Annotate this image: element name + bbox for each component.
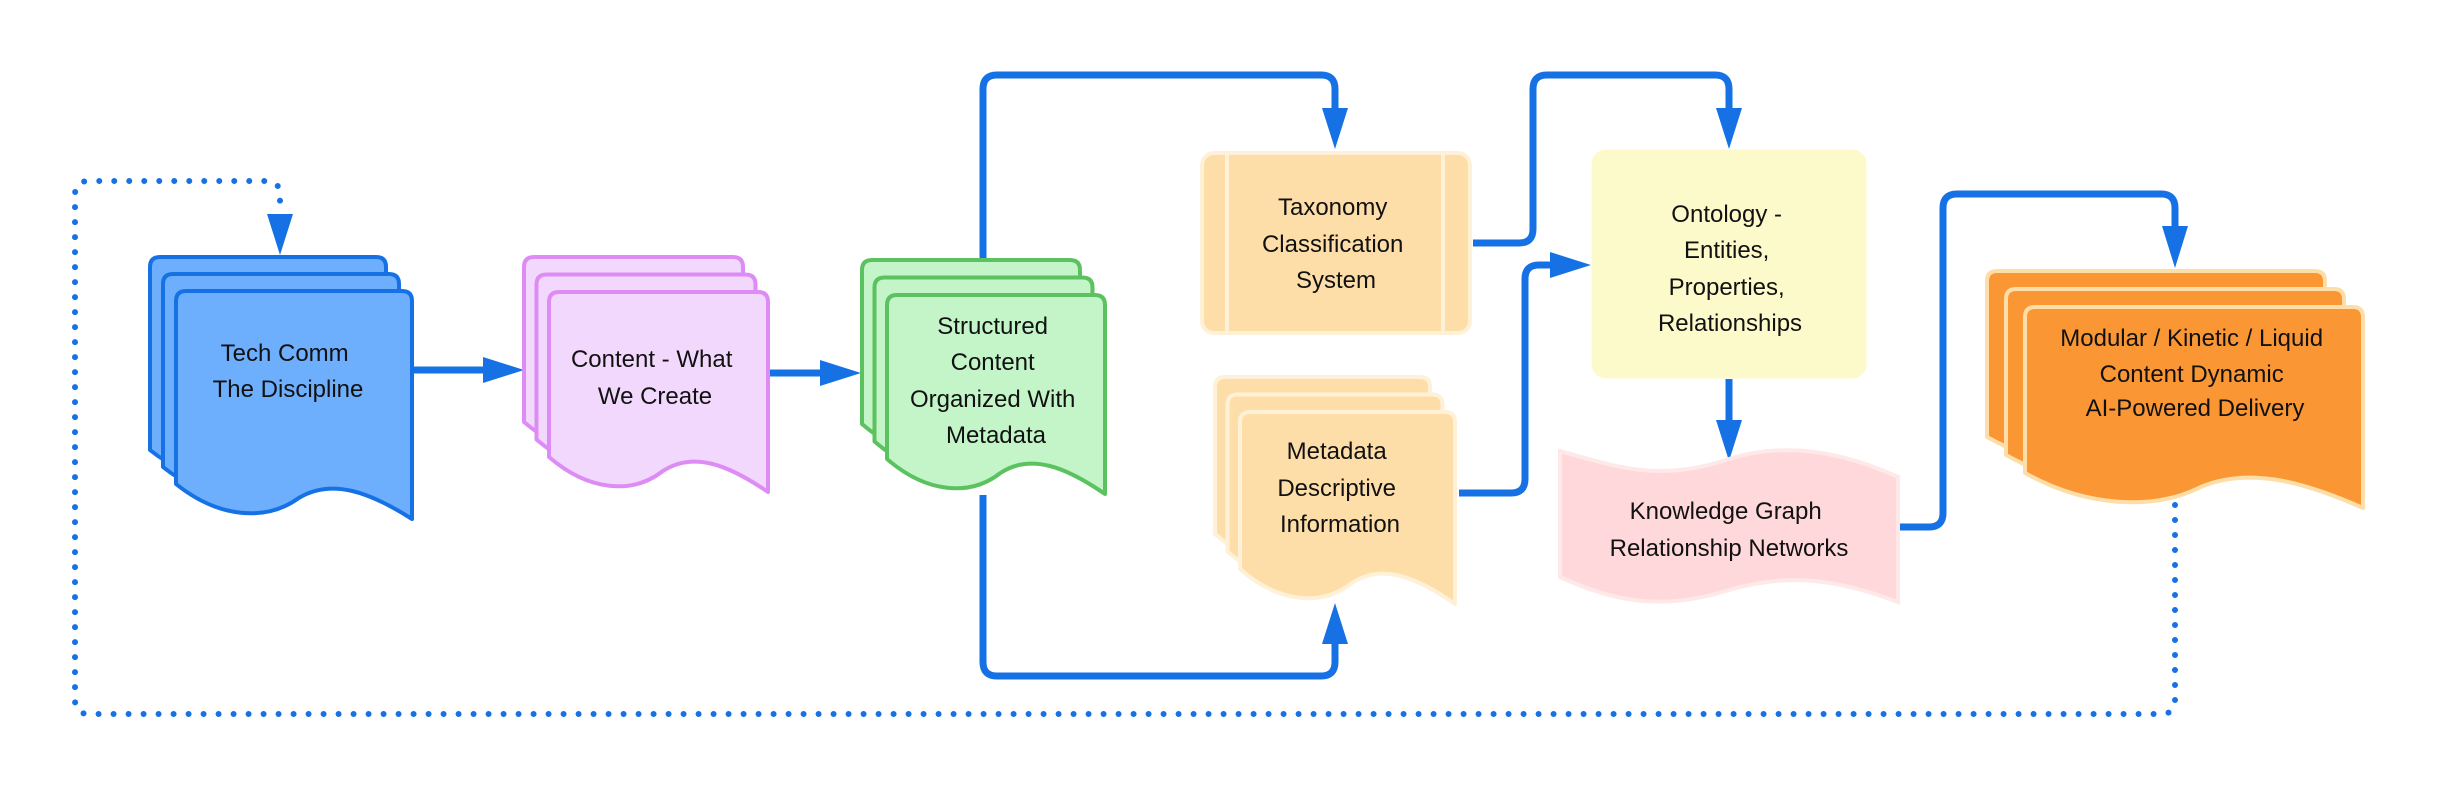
node-label-line: Descriptive: [1277, 475, 1396, 502]
node-label: Structured Content Organized With Metada…: [910, 313, 1082, 449]
node-label-line: Content: [951, 349, 1035, 376]
document-stack-icon: [148, 255, 414, 521]
node-tech-comm[interactable]: Tech Comm The Discipline: [148, 255, 414, 521]
node-label-line: Content - What: [571, 346, 733, 373]
arrowhead-icon: [1322, 108, 1348, 149]
arrowhead-icon: [1716, 420, 1742, 461]
edge-taxonomy-to-ontology: [1473, 71, 1742, 247]
node-taxonomy[interactable]: Taxonomy Classification System: [1200, 151, 1472, 335]
node-label-line: Properties,: [1669, 274, 1785, 301]
document-sheet: [1238, 410, 1457, 606]
edge-metadata-to-ontology: [1459, 252, 1591, 497]
taxonomy-box: [1200, 151, 1472, 335]
node-label-line: Organized With: [910, 386, 1075, 413]
node-label-line: Entities,: [1684, 237, 1769, 264]
node-structured-content[interactable]: Structured Content Organized With Metada…: [860, 258, 1107, 496]
node-label: Content - What We Create: [571, 346, 739, 410]
node-label: Taxonomy Classification System: [1262, 194, 1410, 294]
node-label: Metadata Descriptive Information: [1277, 438, 1402, 538]
node-label-line: Structured: [937, 313, 1048, 340]
arrowhead-icon: [267, 214, 293, 255]
node-label-line: Metadata: [946, 422, 1047, 449]
node-label-line: Classification: [1262, 231, 1403, 258]
edge-structured-to-metadata: [979, 495, 1348, 680]
ontology-box: [1591, 149, 1867, 379]
arrowhead-icon: [2162, 226, 2188, 268]
node-label-line: Relationships: [1658, 310, 1802, 337]
node-metadata[interactable]: Metadata Descriptive Information: [1213, 375, 1457, 606]
node-label: Tech Comm The Discipline: [213, 340, 364, 403]
node-label: Knowledge Graph Relationship Networks: [1610, 498, 1849, 562]
document-sheet: [174, 289, 414, 521]
node-label-line: We Create: [598, 383, 712, 410]
node-knowledge-graph[interactable]: Knowledge Graph Relationship Networks: [1558, 448, 1900, 605]
node-label-line: System: [1296, 267, 1376, 294]
node-label-line: The Discipline: [213, 376, 364, 403]
node-modular-content[interactable]: Modular / Kinetic / Liquid Content Dynam…: [1985, 269, 2365, 510]
document-sheet: [885, 293, 1107, 496]
arrowhead-icon: [1550, 252, 1591, 278]
node-label-line: Taxonomy: [1278, 194, 1387, 221]
document-stack-icon: [1985, 269, 2365, 510]
node-label: Modular / Kinetic / Liquid Content Dynam…: [2060, 325, 2329, 422]
document-stack-icon: [1213, 375, 1457, 606]
node-content[interactable]: Content - What We Create: [522, 255, 770, 494]
node-label-line: Relationship Networks: [1610, 535, 1849, 562]
knowledge-graph-shape: [1558, 448, 1900, 605]
arrowhead-icon: [1716, 108, 1742, 149]
node-label-line: Modular / Kinetic / Liquid: [2060, 325, 2323, 352]
node-ontology[interactable]: Ontology - Entities, Properties, Relatio…: [1591, 149, 1867, 379]
edge-modular-to-techcomm: [72, 178, 2178, 717]
node-label: Ontology - Entities, Properties, Relatio…: [1658, 201, 1802, 337]
node-label-line: Ontology -: [1671, 201, 1782, 228]
node-label-line: Tech Comm: [221, 340, 349, 367]
arrowhead-icon: [483, 357, 524, 383]
node-label-line: Content Dynamic: [2100, 361, 2284, 388]
arrowhead-icon: [820, 360, 861, 386]
node-label-line: AI-Powered Delivery: [2086, 395, 2305, 422]
edge-content-to-structured: [767, 360, 861, 386]
edge-structured-to-taxonomy: [979, 71, 1348, 262]
document-stack-icon: [860, 258, 1107, 496]
document-sheet: [2023, 305, 2365, 510]
arrowhead-icon: [1322, 603, 1348, 644]
node-label-line: Knowledge Graph: [1630, 498, 1822, 525]
edge-ontology-to-knowledgegraph: [1716, 379, 1742, 461]
edge-knowledgegraph-to-modular: [1900, 190, 2188, 531]
document-sheet: [547, 290, 770, 494]
node-label-line: Information: [1280, 511, 1400, 538]
edge-techcomm-to-content: [413, 357, 524, 383]
node-label-line: Metadata: [1287, 438, 1388, 465]
document-stack-icon: [522, 255, 770, 494]
